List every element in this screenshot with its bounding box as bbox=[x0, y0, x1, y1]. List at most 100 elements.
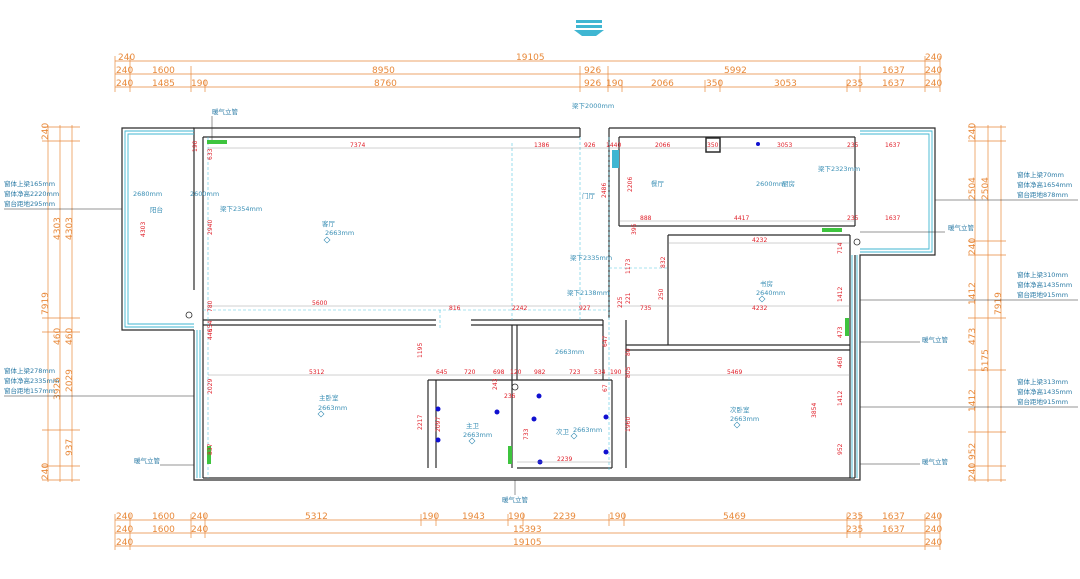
beam-label-3: 梁下2323mm bbox=[818, 164, 860, 173]
inner-dim: 2206 bbox=[627, 177, 634, 192]
inner-dim: 1386 bbox=[534, 142, 549, 149]
bot-dim-2-e: 235 bbox=[846, 525, 863, 535]
beam-label-1: 梁下2000mm bbox=[572, 101, 614, 110]
top-dim-3-e: 926 bbox=[584, 79, 601, 89]
radiator-icon bbox=[207, 140, 227, 144]
svg-text:窗体上梁313mm: 窗体上梁313mm bbox=[1017, 377, 1068, 386]
inner-dim: 534 bbox=[594, 369, 606, 376]
right-dim-5: 1412 bbox=[968, 282, 978, 305]
right-dim-9: 1412 bbox=[968, 389, 978, 412]
right-dim-6: 7919 bbox=[994, 292, 1004, 315]
room-living: 客厅 bbox=[322, 219, 336, 228]
bot-dim-1-f: 1943 bbox=[462, 512, 485, 522]
top-dim-3-i: 3053 bbox=[774, 79, 797, 89]
inner-dim: 67 bbox=[602, 384, 609, 392]
room-second-bath: 次卫 bbox=[556, 427, 570, 436]
top-dimension-lines bbox=[114, 56, 941, 92]
windows bbox=[124, 130, 933, 478]
radiator-label-4: 暖气立管 bbox=[134, 456, 161, 465]
bot-dim-1-a: 240 bbox=[116, 512, 133, 522]
inner-dim: 243 bbox=[492, 378, 499, 390]
top-dim-2-d: 926 bbox=[584, 66, 601, 76]
inner-dim: 1637 bbox=[885, 142, 900, 149]
radiator-label-1: 暖气立管 bbox=[212, 107, 239, 116]
inner-dim: 7374 bbox=[350, 142, 365, 149]
bottom-dimension-lines bbox=[114, 514, 941, 550]
inner-dim: 888 bbox=[640, 215, 652, 222]
inner-dim: 120 bbox=[510, 369, 522, 376]
left-dim-7: 3926 bbox=[53, 377, 63, 400]
inner-dim: 1412 bbox=[837, 391, 844, 406]
inner-dim: 1412 bbox=[837, 287, 844, 302]
top-dim-1-c: 240 bbox=[925, 53, 942, 63]
right-dim-3: 2504 bbox=[981, 177, 991, 200]
room-kitchen: 厨房 bbox=[782, 179, 795, 188]
room-study-height: 2640mm bbox=[756, 289, 785, 297]
inner-dim: 2239 bbox=[557, 456, 572, 463]
top-dim-3-g: 2066 bbox=[651, 79, 674, 89]
inner-dim: 952 bbox=[837, 443, 844, 455]
bot-dim-1-c: 240 bbox=[191, 512, 208, 522]
room-foyer: 门厅 bbox=[582, 191, 596, 200]
radiator-label-5: 暖气立管 bbox=[922, 457, 949, 466]
left-dimension-lines bbox=[42, 125, 80, 482]
inner-dim: 2940 bbox=[207, 220, 214, 235]
inner-dim: 1637 bbox=[885, 215, 900, 222]
inner-dim: 805 bbox=[625, 366, 632, 378]
inner-dim: 927 bbox=[579, 305, 591, 312]
bot-dim-1-g: 190 bbox=[508, 512, 525, 522]
right-dim-1: 240 bbox=[968, 123, 978, 140]
right-dimension-lines bbox=[968, 125, 1006, 482]
radiator-icon bbox=[845, 318, 849, 336]
top-dim-1-a: 240 bbox=[118, 53, 135, 63]
svg-text:窗体净高1435mm: 窗体净高1435mm bbox=[1017, 280, 1072, 289]
inner-dim: 832 bbox=[660, 256, 667, 268]
radiator-label-6: 暖气立管 bbox=[502, 495, 529, 504]
top-dim-3-k: 1637 bbox=[882, 79, 905, 89]
left-dim-10: 240 bbox=[41, 463, 51, 480]
room-master-bedroom: 主卧室 bbox=[319, 393, 339, 402]
window-note-right-bottom: 窗体上梁313mm 窗体净高1435mm 窗台距地915mm bbox=[860, 377, 1078, 408]
inner-dim: 154 bbox=[207, 320, 214, 332]
inner-dim: 2217 bbox=[417, 415, 424, 430]
inner-dim: 698 bbox=[493, 369, 505, 376]
left-dim-6: 460 bbox=[65, 328, 75, 345]
top-dim-3-c: 190 bbox=[191, 79, 208, 89]
top-dim-3-f: 190 bbox=[606, 79, 623, 89]
inner-dim: 190 bbox=[610, 369, 622, 376]
right-dim-2: 2504 bbox=[968, 177, 978, 200]
beam-label-4: 梁下2335mm bbox=[570, 253, 612, 262]
left-dim-9: 937 bbox=[65, 439, 75, 456]
inner-dim: 1195 bbox=[417, 343, 424, 358]
bot-dim-2-g: 240 bbox=[925, 525, 942, 535]
inner-dim: 250 bbox=[658, 288, 665, 300]
bot-dim-1-l: 1637 bbox=[882, 512, 905, 522]
pillar bbox=[705, 137, 721, 153]
bot-dim-2-c: 240 bbox=[191, 525, 208, 535]
inner-dim: 647 bbox=[602, 335, 609, 347]
bot-dim-3-a: 240 bbox=[116, 538, 133, 548]
top-dim-1-b: 19105 bbox=[516, 53, 545, 63]
bot-dim-2-d: 15393 bbox=[513, 525, 542, 535]
inner-dim: 350 bbox=[707, 142, 719, 149]
inner-dim: 2097 bbox=[435, 417, 442, 432]
top-dim-3-j: 235 bbox=[846, 79, 863, 89]
window-note-right-top: 窗体上梁70mm 窗体净高1654mm 窗台距地878mm bbox=[935, 170, 1078, 201]
inner-dim: 982 bbox=[534, 369, 546, 376]
room-master-bath: 主卫 bbox=[466, 421, 480, 430]
elevation-markers bbox=[317, 236, 766, 445]
bot-dim-1-i: 190 bbox=[609, 512, 626, 522]
room-dining: 餐厅 bbox=[651, 179, 665, 188]
top-dim-3-b: 1485 bbox=[152, 79, 175, 89]
inner-dim: 816 bbox=[449, 305, 461, 312]
top-dim-3-l: 240 bbox=[925, 79, 942, 89]
right-dim-4: 240 bbox=[968, 238, 978, 255]
room-balcony: 阳台 bbox=[150, 205, 163, 214]
inner-dim: 2066 bbox=[655, 142, 670, 149]
inner-dim: 2029 bbox=[207, 379, 214, 394]
beam-label-2: 梁下2354mm bbox=[220, 204, 262, 213]
bot-dim-3-b: 19105 bbox=[513, 538, 542, 548]
inner-dim: 190 bbox=[192, 140, 199, 152]
inner-dim: 225 bbox=[617, 296, 624, 308]
